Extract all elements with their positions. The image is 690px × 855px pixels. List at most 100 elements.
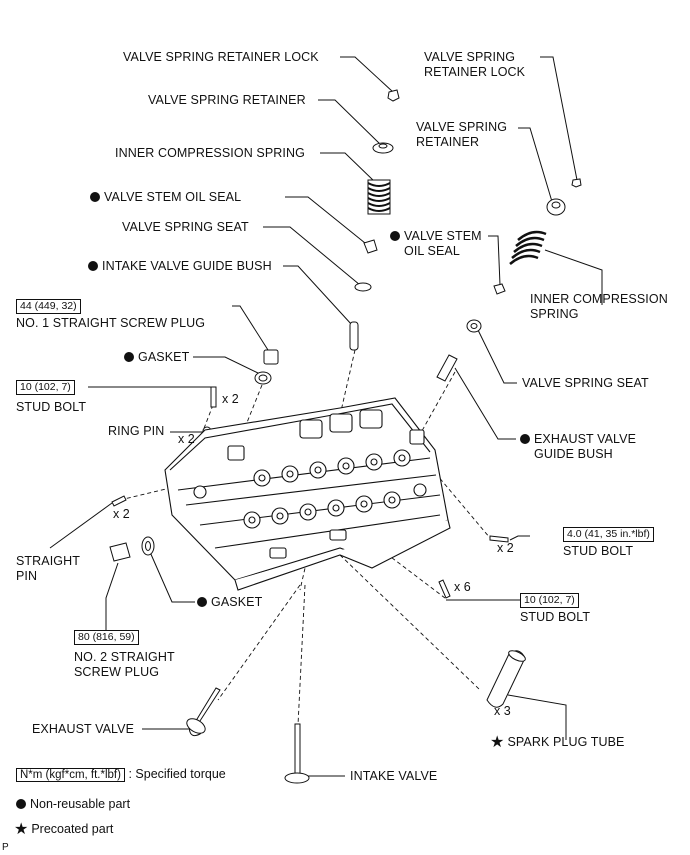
leader-ics-left — [320, 152, 376, 183]
qty-stud-right2: x 6 — [454, 580, 471, 594]
label-vsrl-right-line1: VALVE SPRING — [424, 50, 516, 64]
legend-non-reusable-text: Non-reusable part — [30, 797, 131, 811]
qty-stud-right1: x 2 — [497, 541, 514, 555]
leader-straight-pin — [49, 502, 113, 549]
oil-seal-right — [493, 283, 506, 295]
torque-plug1: 44 (449, 32) — [16, 299, 81, 314]
torque-stud-left: 10 (102, 7) — [16, 380, 75, 395]
straight-pin — [111, 495, 127, 507]
label-stud-right2: STUD BOLT — [520, 610, 591, 624]
label-ics-left: INNER COMPRESSION SPRING — [115, 146, 305, 160]
non-reusable-dot-icon — [16, 799, 26, 809]
label-intake-valve: INTAKE VALVE — [350, 769, 438, 783]
label-vsr-right-line2: RETAINER — [416, 135, 480, 149]
exhaust-guide-bush — [436, 354, 458, 382]
non-reusable-dot-icon — [90, 192, 100, 202]
precoated-star-icon: ★ — [14, 821, 29, 838]
torque-stud-right1: 4.0 (41, 35 in.*lbf) — [563, 527, 654, 542]
oil-seal-left — [363, 239, 378, 254]
non-reusable-dot-icon — [124, 352, 134, 362]
label-stud-right1: STUD BOLT — [563, 544, 634, 558]
leader-vsr-right — [518, 127, 554, 206]
label-vss-left: VALVE SPRING SEAT — [122, 220, 249, 234]
cylinder-head — [164, 397, 451, 591]
stud-right-1 — [489, 535, 509, 543]
qty-straight-pin: x 2 — [113, 507, 130, 521]
label-vsr-right-line1: VALVE SPRING — [416, 120, 508, 134]
leader-gasket-top — [193, 356, 263, 376]
leader-vsrl-left — [340, 56, 394, 93]
legend-precoated-text: Precoated part — [31, 822, 114, 836]
stud-right-2 — [438, 579, 451, 599]
label-vsr-left: VALVE SPRING RETAINER — [148, 93, 306, 107]
label-exhaust-valve: EXHAUST VALVE — [32, 722, 135, 736]
label-gasket-bottom-text: GASKET — [211, 595, 263, 609]
label-ivgb-text: INTAKE VALVE GUIDE BUSH — [102, 259, 272, 273]
label-vsrl-left: VALVE SPRING RETAINER LOCK — [123, 50, 319, 64]
label-plug2-line1: NO. 2 STRAIGHT — [74, 650, 175, 664]
label-plug2-line2: SCREW PLUG — [74, 665, 160, 679]
label-plug1: NO. 1 STRAIGHT SCREW PLUG — [16, 316, 206, 330]
stud-left — [210, 386, 217, 408]
leader-vsos-right — [488, 235, 501, 286]
leader-evgb — [454, 367, 516, 440]
non-reusable-dot-icon — [88, 261, 98, 271]
non-reusable-dot-icon — [520, 434, 530, 444]
plug-1 — [263, 349, 279, 365]
spring-right — [509, 230, 547, 265]
intake-guide-bush — [349, 321, 359, 351]
intake-valve-part — [294, 723, 301, 777]
label-ivgb: INTAKE VALVE GUIDE BUSH — [88, 259, 272, 274]
label-ics-right-line1: INNER COMPRESSION — [530, 292, 668, 306]
leader-ivgb — [283, 265, 353, 326]
leader-vss-right — [477, 329, 517, 384]
leader-ics-right — [544, 249, 603, 305]
label-gasket-bottom: GASKET — [197, 595, 262, 610]
label-vss-right: VALVE SPRING SEAT — [522, 376, 649, 390]
qty-ring-pin: x 2 — [178, 432, 195, 446]
label-ring-pin: RING PIN — [108, 424, 165, 438]
retainer-lock-left — [387, 89, 400, 102]
legend-torque: N*m (kgf*cm, ft.*lbf) : Specified torque — [16, 767, 226, 783]
label-evgb-line2: GUIDE BUSH — [534, 447, 613, 461]
legend-precoated: ★Precoated part — [14, 821, 114, 838]
non-reusable-dot-icon — [390, 231, 400, 241]
leader-vss-left — [263, 226, 361, 286]
leader-spt — [507, 694, 567, 740]
leader-plug2 — [105, 562, 119, 636]
qty-spark-plug-tube: x 3 — [494, 704, 511, 718]
label-vsos-left-text: VALVE STEM OIL SEAL — [104, 190, 242, 204]
precoated-star-icon: ★ — [490, 734, 505, 751]
label-evgb-line1: EXHAUST VALVE — [534, 432, 637, 446]
non-reusable-dot-icon — [197, 597, 207, 607]
qty-stud-left: x 2 — [222, 392, 239, 406]
leader-vsos-left — [285, 196, 366, 244]
plug-2 — [109, 542, 131, 562]
leader-vsr-left — [318, 99, 383, 147]
legend-non-reusable: Non-reusable part — [16, 797, 130, 812]
label-straight-pin-line1: STRAIGHT — [16, 554, 80, 568]
leader-stud-right1 — [509, 535, 530, 541]
leader-plug1 — [232, 305, 269, 351]
torque-stud-right2: 10 (102, 7) — [520, 593, 579, 608]
label-spark-plug-tube: ★SPARK PLUG TUBE — [490, 734, 625, 751]
label-ics-right-line2: SPRING — [530, 307, 579, 321]
label-stud-left: STUD BOLT — [16, 400, 87, 414]
label-spark-plug-tube-text: SPARK PLUG TUBE — [507, 735, 625, 749]
spring-left — [367, 179, 391, 215]
torque-plug2: 80 (816, 59) — [74, 630, 139, 645]
label-vsos-right-line2: OIL SEAL — [404, 244, 460, 258]
leader-gasket-bottom — [149, 551, 195, 603]
label-vsos-right-line1: VALVE STEM — [404, 229, 482, 243]
legend-torque-box: N*m (kgf*cm, ft.*lbf) — [16, 768, 125, 782]
label-gasket-top-text: GASKET — [138, 350, 190, 364]
label-vsrl-right-line2: RETAINER LOCK — [424, 65, 526, 79]
label-straight-pin-line2: PIN — [16, 569, 38, 583]
